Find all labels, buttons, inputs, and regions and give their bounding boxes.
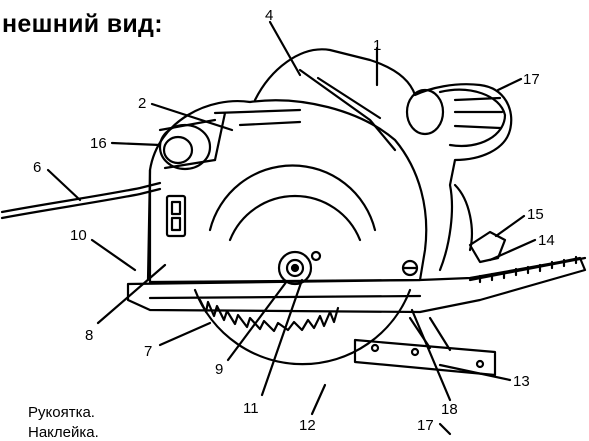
leader-17 [496, 77, 523, 92]
callout-13: 13 [513, 373, 530, 390]
callout-10: 10 [70, 227, 87, 244]
leader-12 [310, 383, 327, 416]
legend-item: Рукоятка. [28, 404, 95, 421]
leader-16 [110, 141, 162, 147]
callout-12: 12 [299, 417, 316, 434]
power-cord [0, 181, 162, 214]
leader-6 [46, 168, 82, 202]
saw-blade-teeth [198, 298, 340, 333]
leader-17b [438, 422, 452, 436]
saw-blade-outline [193, 288, 412, 366]
leader-2 [150, 102, 234, 132]
leader-18 [410, 308, 452, 402]
depth-lever [468, 230, 507, 264]
callout-14: 14 [538, 232, 555, 249]
callout-16: 16 [90, 135, 107, 152]
leader-14 [488, 238, 537, 262]
upper-blade-guard [148, 99, 428, 284]
legend-item: Наклейка. [28, 424, 99, 441]
callout-15: 15 [527, 206, 544, 223]
leader-9 [226, 279, 289, 362]
callout-17: 17 [523, 71, 540, 88]
leader-8 [96, 263, 167, 325]
callout-6: 6 [33, 159, 41, 176]
callout-7: 7 [144, 343, 152, 360]
leader-10 [90, 238, 137, 272]
leader-4 [268, 20, 302, 77]
power-switch [165, 194, 187, 238]
arbor-nut [277, 250, 313, 286]
handle-body [253, 48, 513, 272]
leader-13 [438, 363, 512, 382]
leader-11 [260, 278, 304, 397]
callout-4: 4 [265, 7, 273, 24]
page-title: нешний вид: [2, 10, 163, 38]
callout-9: 9 [215, 361, 223, 378]
callout-2: 2 [138, 95, 146, 112]
leader-15 [494, 214, 526, 238]
callout-18: 18 [441, 401, 458, 418]
callout-8: 8 [85, 327, 93, 344]
callout-17b: 17 [417, 417, 434, 434]
callout-1: 1 [373, 37, 381, 54]
base-plate [126, 256, 587, 314]
leader-7 [158, 321, 212, 347]
callout-11: 11 [243, 400, 259, 417]
